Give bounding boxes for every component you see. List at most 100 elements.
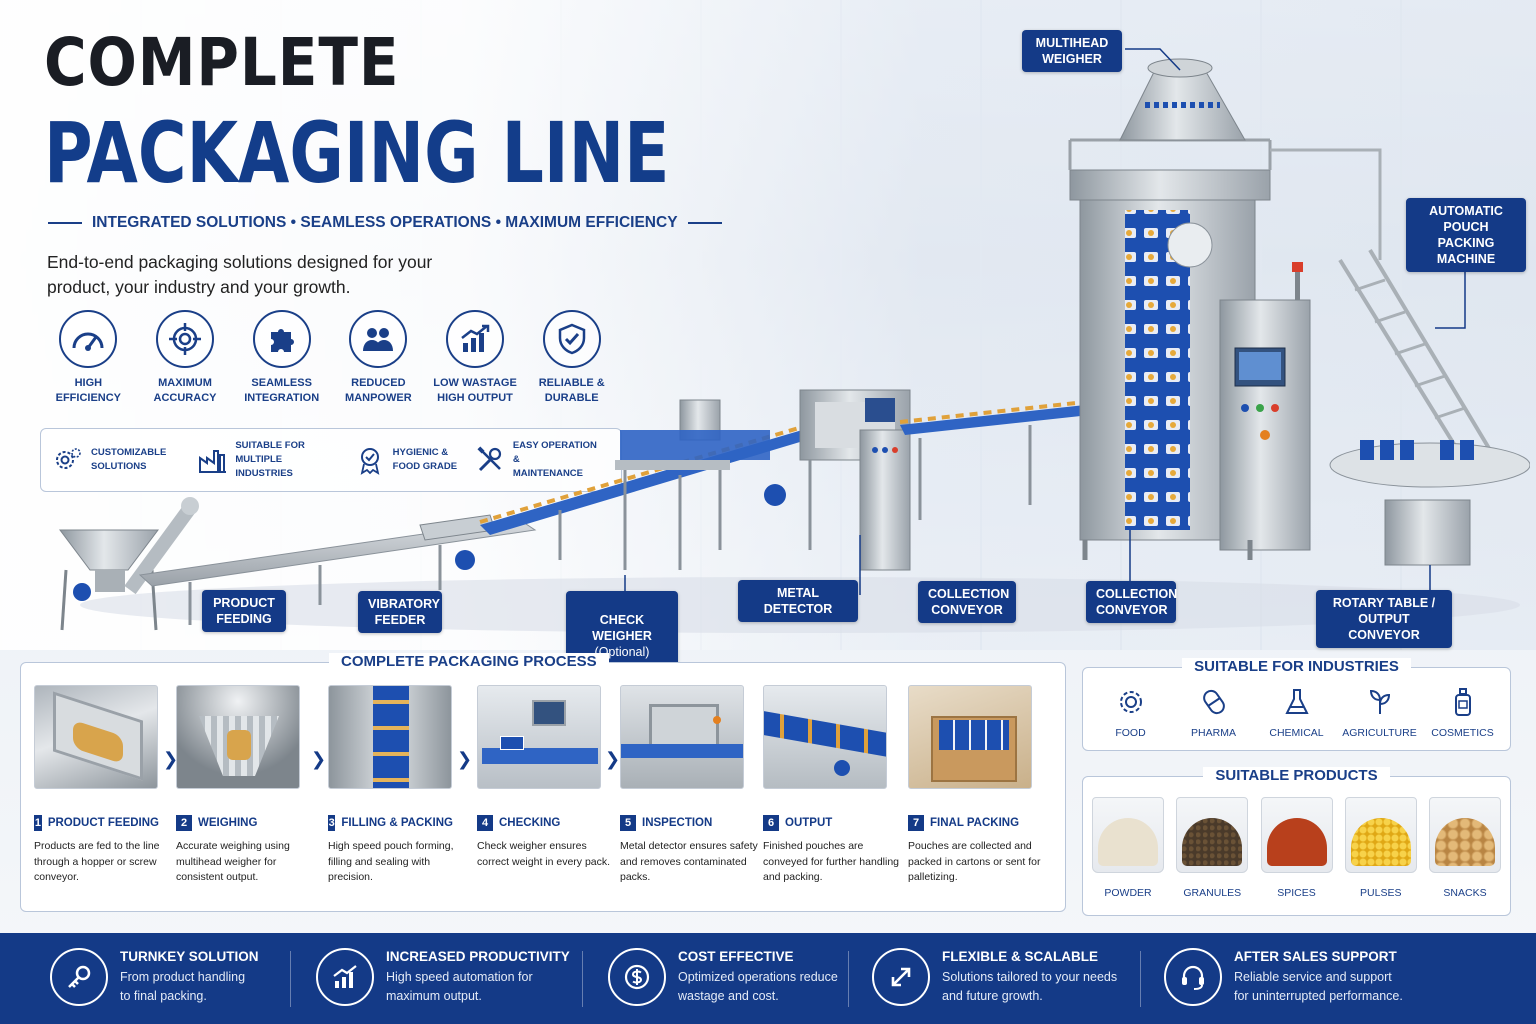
industry-label: CHEMICAL <box>1269 727 1324 739</box>
benefit-title: AFTER SALES SUPPORT <box>1234 949 1397 964</box>
sub-features-panel: CUSTOMIZABLE SOLUTIONS SUITABLE FOR MULT… <box>40 428 622 492</box>
benefit-text: FLEXIBLE & SCALABLE Solutions tailored to… <box>942 949 1117 1006</box>
product-pulses: PULSES <box>1344 797 1418 899</box>
pouch-film-strip <box>373 686 409 788</box>
industry-label: AGRICULTURE <box>1342 727 1417 739</box>
tagline-text: INTEGRATED SOLUTIONS • SEAMLESS OPERATIO… <box>92 214 678 231</box>
shield-check-icon <box>542 310 601 368</box>
footer-divider <box>1140 951 1141 1007</box>
step-description: High speed pouch forming, filling and se… <box>328 840 454 883</box>
step-number: 5 <box>620 815 636 831</box>
products-row: POWDER GRANULES SPICES PULSES SNACKS <box>1091 797 1502 899</box>
product-label: POWDER <box>1104 887 1152 899</box>
callout-multihead-weigher: MULTIHEAD WEIGHER <box>1022 30 1122 72</box>
check-weigher-belt <box>482 748 598 764</box>
check-weigher-screen <box>532 700 566 726</box>
step-head: 2 WEIGHING <box>176 815 301 831</box>
step-description: Check weigher ensures correct weight in … <box>477 840 611 868</box>
benefit-description: Solutions tailored to your needs and fut… <box>942 970 1118 1003</box>
benefit-title: TURNKEY SOLUTION <box>120 949 259 964</box>
detector-warning-light <box>713 716 721 724</box>
output-conveyor <box>764 711 886 757</box>
weigher-product <box>227 730 251 760</box>
feature-label: SEAMLESS INTEGRATION <box>244 377 320 404</box>
benefit-title: INCREASED PRODUCTIVITY <box>386 949 570 964</box>
factory-icon <box>199 450 227 473</box>
output-motor <box>834 760 850 776</box>
speedometer-icon <box>59 310 118 368</box>
tagline-rule-right <box>687 222 722 224</box>
step-photo-filling <box>328 685 452 789</box>
product-label: SNACKS <box>1443 887 1487 899</box>
feature-high-efficiency: HIGH EFFICIENCY <box>40 310 137 410</box>
product-label: PULSES <box>1360 887 1402 899</box>
callout-collection-conveyor-2: COLLECTION CONVEYOR <box>1086 581 1177 623</box>
puzzle-icon <box>252 310 311 368</box>
bag-contents <box>1435 818 1495 866</box>
bag-contents <box>1350 818 1411 866</box>
step-photo-inspection <box>620 685 744 789</box>
callout-metal-detector: METAL DETECTOR <box>738 580 858 622</box>
subfeature-label: HYGIENIC & FOOD GRADE <box>392 447 458 472</box>
product-granules: GRANULES <box>1175 797 1249 899</box>
benefit-description: Reliable service and support for uninter… <box>1234 970 1403 1003</box>
step-description: Finished pouches are conveyed for furthe… <box>763 840 900 883</box>
industries-title-wrap: SUITABLE FOR INDUSTRIES <box>1083 658 1510 676</box>
product-bag-image <box>1092 797 1164 873</box>
step-title: FILLING & PACKING <box>341 817 453 829</box>
bag-contents <box>1182 818 1243 866</box>
industry-cosmetics: COSMETICS <box>1423 686 1503 739</box>
chevron-right-icon: ❯ <box>311 749 327 769</box>
step-photo-weighing <box>176 685 300 789</box>
callout-rotary-table: ROTARY TABLE / OUTPUT CONVEYOR <box>1316 590 1452 648</box>
product-bag-image <box>1344 797 1417 873</box>
gear-icon <box>1119 691 1142 713</box>
benefit-title: FLEXIBLE & SCALABLE <box>942 949 1099 964</box>
tools-icon <box>477 446 501 472</box>
step-number: 2 <box>176 815 192 831</box>
product-label: SPICES <box>1277 887 1316 899</box>
bag-contents <box>1098 818 1158 866</box>
product-snacks: SNACKS <box>1428 797 1502 899</box>
feature-reduced-manpower: REDUCED MANPOWER <box>330 310 427 410</box>
industry-pharma: PHARMA <box>1174 686 1254 739</box>
gears-icon <box>56 448 81 469</box>
benefit-text: AFTER SALES SUPPORT Reliable service and … <box>1234 949 1403 1006</box>
people-icon <box>349 310 408 368</box>
plant-icon <box>1369 689 1390 714</box>
intro-text: End-to-end packaging solutions designed … <box>47 252 433 297</box>
subfeature-hygienic: HYGIENIC & FOOD GRADE <box>355 445 459 475</box>
step-description: Accurate weighing using multihead weighe… <box>176 840 290 883</box>
benefit-title: COST EFFECTIVE <box>678 949 794 964</box>
callout-pouch-packing-machine: AUTOMATIC POUCH PACKING MACHINE <box>1406 198 1526 272</box>
step-title: WEIGHING <box>198 817 258 829</box>
flask-icon <box>1284 689 1309 714</box>
products-panel: SUITABLE PRODUCTS POWDER GRANULES SPICES… <box>1082 767 1511 916</box>
subfeature-multiple-industries: SUITABLE FOR MULTIPLE INDUSTRIES <box>197 439 338 481</box>
process-title: COMPLETE PACKAGING PROCESS <box>329 653 609 670</box>
footer-divider <box>848 951 849 1007</box>
product-bag-image <box>1176 797 1249 873</box>
bag-contents <box>1266 818 1327 866</box>
step-title: INSPECTION <box>642 817 713 829</box>
feature-seamless-integration: SEAMLESS INTEGRATION <box>233 310 330 410</box>
subfeature-label: SUITABLE FOR MULTIPLE INDUSTRIES <box>235 440 305 479</box>
products-title-wrap: SUITABLE PRODUCTS <box>1083 767 1510 785</box>
productivity-chart-icon <box>316 948 374 1006</box>
callout-collection-conveyor-1: COLLECTION CONVEYOR <box>918 581 1016 623</box>
step-title: OUTPUT <box>785 817 833 829</box>
step-title: CHECKING <box>499 817 561 829</box>
